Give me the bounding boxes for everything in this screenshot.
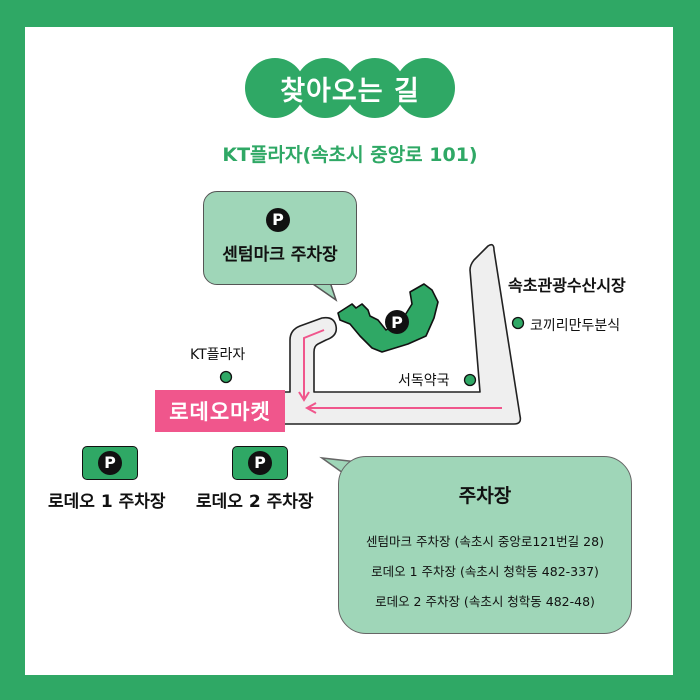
address-subtitle: KT플라자(속초시 중앙로 101) [222, 144, 478, 166]
pharmacy-dot [463, 373, 477, 387]
parking-icon: P [266, 208, 290, 232]
dumpling-shop-label: 코끼리만두분식 [530, 318, 621, 334]
parking-info-entry: 로데오 1 주차장 (속초시 청학동 482-337) [371, 564, 599, 579]
rodeo-1-parking-badge: P [82, 446, 138, 480]
rodeo-market-sign: 로데오마켓 [155, 390, 285, 432]
parking-icon: P [98, 451, 122, 475]
parking-info-panel: 주차장 센텀마크 주차장 (속초시 중앙로121번길 28) 로데오 1 주차장… [338, 456, 632, 634]
parking-icon-glyph: P [391, 313, 403, 332]
market-label: 속초관광수산시장 [508, 276, 626, 295]
parking-icon [385, 310, 409, 334]
kt-plaza-label: KT플라자 [190, 347, 246, 363]
parking-info-entry: 센텀마크 주차장 (속초시 중앙로121번길 28) [366, 534, 604, 549]
route-line-vertical [303, 329, 325, 398]
kt-plaza-dot [219, 370, 233, 384]
rodeo-2-parking-badge: P [232, 446, 288, 480]
centum-parking-callout: P 센텀마크 주차장 [203, 191, 357, 285]
page-title: 찾아오는 길 [280, 75, 420, 107]
route-arrowhead-down [298, 391, 310, 402]
route-arrowhead-left [304, 402, 317, 414]
parking-info-title: 주차장 [458, 485, 512, 507]
parking-info-entry: 로데오 2 주차장 (속초시 청학동 482-48) [375, 594, 595, 609]
centum-parking-label: 센텀마크 주차장 [222, 245, 338, 265]
page-title-badge: 찾아오는 길 [245, 58, 455, 118]
rodeo-1-parking-label: 로데오 1 주차장 [48, 492, 166, 512]
dumpling-shop-dot [511, 316, 525, 330]
parking-icon: P [248, 451, 272, 475]
pharmacy-label: 서독약국 [398, 373, 450, 389]
rodeo-2-parking-label: 로데오 2 주차장 [196, 492, 314, 512]
title-blob [395, 58, 455, 118]
parking-lot-area [337, 283, 439, 353]
